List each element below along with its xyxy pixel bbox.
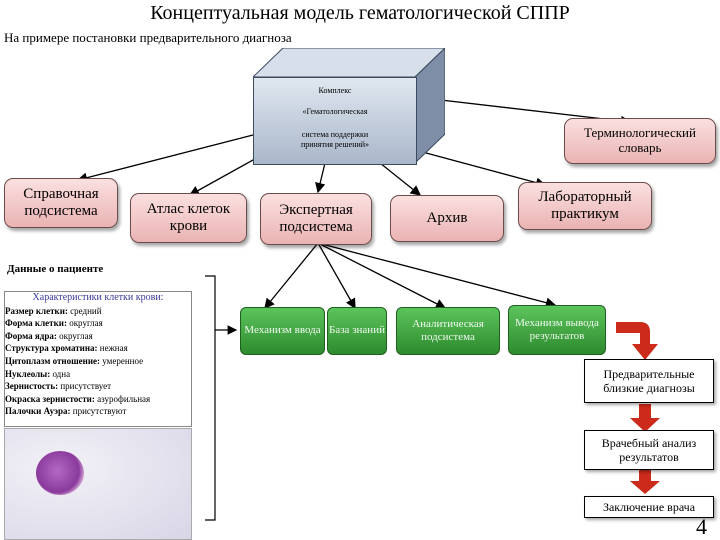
terminology-dictionary-box: Терминологический словарь	[564, 118, 716, 164]
complex-line2: «Гематологическая	[302, 107, 368, 116]
output-mechanism-box: Механизм вывода результатов	[508, 305, 606, 355]
cell-characteristic-row: Цитоплазм отношение: умеренное	[5, 355, 191, 368]
complex-line3: система поддержки	[301, 130, 369, 139]
cell-characteristics-panel: Характеристики клетки крови: Размер клет…	[4, 291, 192, 427]
cell-characteristic-row: Форма клетки: округлая	[5, 317, 191, 330]
characteristic-value: средний	[70, 305, 102, 316]
blood-cell-image	[36, 451, 84, 495]
characteristic-label: Палочки Ауэра:	[5, 406, 71, 417]
cell-characteristic-row: Размер клетки: средний	[5, 305, 191, 318]
knowledge-base-box: База знаний	[327, 307, 387, 355]
characteristic-label: Цитоплазм отношение:	[5, 355, 101, 366]
blood-cell-micrograph	[4, 428, 192, 540]
characteristic-label: Форма клетки:	[5, 318, 67, 329]
preliminary-diagnoses-box: Предварительные близкие диагнозы	[584, 359, 714, 403]
characteristic-label: Нуклеолы:	[5, 368, 51, 379]
doctor-conclusion-box: Заключение врача	[584, 496, 714, 518]
characteristic-label: Зернистость:	[5, 381, 59, 392]
reference-subsystem-box: Справочная подсистема	[4, 178, 118, 228]
complex-line1: Комплекс	[318, 86, 352, 95]
characteristic-value: округлая	[69, 318, 103, 329]
analytic-subsystem-box: Аналитическая подсистема	[396, 307, 500, 355]
complex-line4: принятия решений»	[300, 140, 370, 149]
lab-practicum-box: Лабораторный практикум	[518, 182, 652, 230]
cell-characteristic-row: Зернистость: присутствует	[5, 380, 191, 393]
characteristic-value: присутствует	[60, 381, 112, 392]
patient-data-title: Данные о пациенте	[7, 263, 104, 275]
characteristic-value: одна	[52, 368, 71, 379]
cell-atlas-box: Атлас клеток крови	[130, 193, 247, 243]
characteristic-label: Форма ядра:	[5, 330, 57, 341]
characteristic-label: Размер клетки:	[5, 305, 68, 316]
characteristic-label: Структура хроматина:	[5, 343, 98, 354]
input-mechanism-box: Механизм ввода	[240, 307, 325, 355]
page-subtitle: На примере постановки предварительного д…	[4, 30, 292, 45]
cell-characteristic-row: Окраска зернистости: азурофильная	[5, 393, 191, 406]
cell-characteristic-row: Структура хроматина: нежная	[5, 342, 191, 355]
characteristic-value: азурофильная	[97, 393, 151, 404]
characteristic-value: присутствуют	[72, 406, 127, 417]
characteristic-value: умеренное	[102, 355, 144, 366]
cell-characteristics-header: Характеристики клетки крови:	[32, 292, 164, 303]
archive-box: Архив	[390, 195, 504, 242]
complex-box: Комплекс «Гематологическая система подде…	[253, 77, 417, 165]
complex-cube	[253, 48, 445, 164]
page-title: Концептуальная модель гематологической С…	[150, 2, 570, 24]
characteristic-value: округлая	[59, 330, 93, 341]
cell-characteristic-row: Нуклеолы: одна	[5, 368, 191, 381]
page-number: 4	[696, 514, 707, 539]
characteristic-label: Окраска зернистости:	[5, 393, 95, 404]
characteristic-value: нежная	[99, 343, 128, 354]
cell-characteristic-row: Палочки Ауэра: присутствуют	[5, 405, 191, 418]
expert-subsystem-box: Экспертная подсистема	[260, 193, 372, 245]
doctor-analysis-box: Врачебный анализ результатов	[584, 430, 714, 470]
cell-characteristic-row: Форма ядра: округлая	[5, 330, 191, 343]
